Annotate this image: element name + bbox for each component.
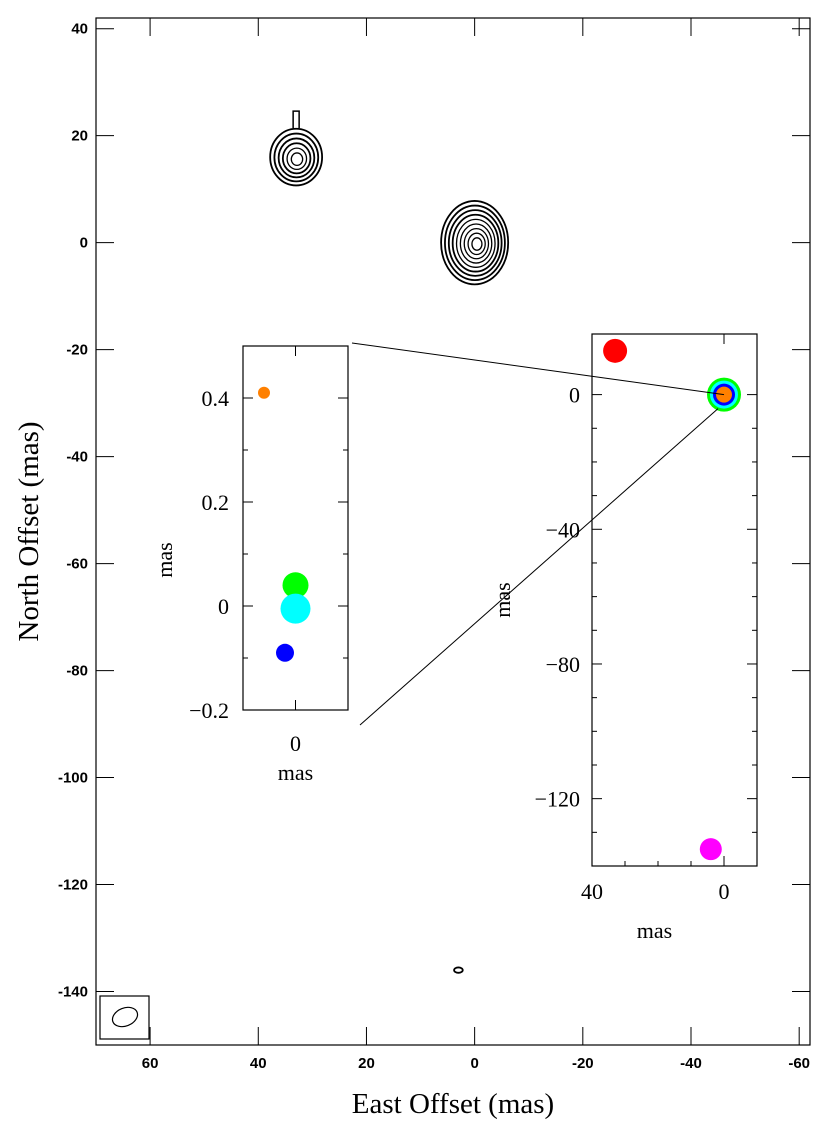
y-tick-label: -60 (66, 556, 88, 573)
x-tick-label: 20 (358, 1055, 375, 1072)
contour-level (451, 213, 500, 273)
x-tick-label: -60 (788, 1055, 810, 1072)
right-inset-frame (591, 333, 758, 867)
contour-level (286, 147, 308, 171)
right-inset-y-tick-label: −120 (535, 787, 580, 812)
main-plot-frame (95, 17, 811, 1046)
left-inset-y-tick-label: 0.2 (202, 490, 230, 515)
y-tick-label: 40 (71, 21, 88, 38)
right-inset-point (603, 338, 628, 363)
left-inset-point (280, 593, 311, 624)
contour-level (453, 966, 464, 974)
y-tick-label: -20 (66, 342, 88, 359)
left-inset-point (282, 572, 309, 599)
x-tick-label: 60 (142, 1055, 159, 1072)
left-inset-frame (242, 345, 349, 711)
y-tick-label: 0 (80, 235, 88, 252)
contour-stem (292, 110, 300, 129)
left-inset-point (258, 386, 270, 399)
contour-level (273, 132, 320, 183)
left-inset-y-tick-label: −0.2 (189, 698, 229, 723)
contour-level (455, 218, 496, 268)
y-tick-label: -100 (58, 770, 88, 787)
right-inset-y-tick-label: 0 (569, 383, 580, 408)
beam-box (99, 995, 150, 1040)
right-inset-y-title: mas (490, 582, 515, 617)
contour-level (269, 127, 324, 187)
y-tick-label: -40 (66, 449, 88, 466)
left-inset-y-tick-label: 0 (218, 594, 229, 619)
contour-level (463, 227, 490, 260)
contour-level (281, 142, 312, 175)
x-tick-label: 40 (250, 1055, 267, 1072)
contour-level (290, 152, 304, 167)
y-tick-label: -120 (58, 877, 88, 894)
contour-level (471, 237, 483, 251)
x-axis-title: East Offset (mas) (352, 1088, 554, 1120)
contour-source (453, 966, 464, 974)
y-tick-label: -80 (66, 663, 88, 680)
x-tick-label: -40 (680, 1055, 702, 1072)
x-tick-label: 0 (470, 1055, 478, 1072)
right-inset-point (699, 838, 722, 861)
y-axis-title: North Offset (mas) (13, 421, 45, 641)
right-inset-y-tick-label: −80 (546, 652, 580, 677)
contour-level (277, 137, 316, 179)
contour-level (440, 200, 510, 286)
contour-level (447, 209, 503, 277)
right-inset-y-tick-label: −40 (546, 517, 580, 542)
right-inset-x-tick-label: 40 (581, 879, 603, 904)
x-tick-label: -20 (572, 1055, 594, 1072)
right-inset-x-title: mas (637, 918, 672, 943)
y-tick-label: -140 (58, 984, 88, 1001)
contour-level (444, 204, 506, 282)
zoom-connector-line (359, 408, 719, 726)
contour-level (459, 223, 493, 264)
y-tick-label: 20 (71, 128, 88, 145)
left-inset-point (276, 643, 294, 662)
left-inset-y-title: mas (152, 542, 177, 577)
left-inset-x-tick-label: 0 (290, 731, 301, 756)
contour-source (440, 200, 510, 286)
contour-level (467, 232, 486, 256)
zoom-connector-line (351, 342, 725, 396)
left-inset-x-title: mas (278, 760, 313, 785)
right-inset-x-tick-label: 0 (719, 879, 730, 904)
left-inset-y-tick-label: 0.4 (202, 386, 230, 411)
contour-source (269, 127, 324, 187)
beam-ellipse (111, 1006, 139, 1028)
